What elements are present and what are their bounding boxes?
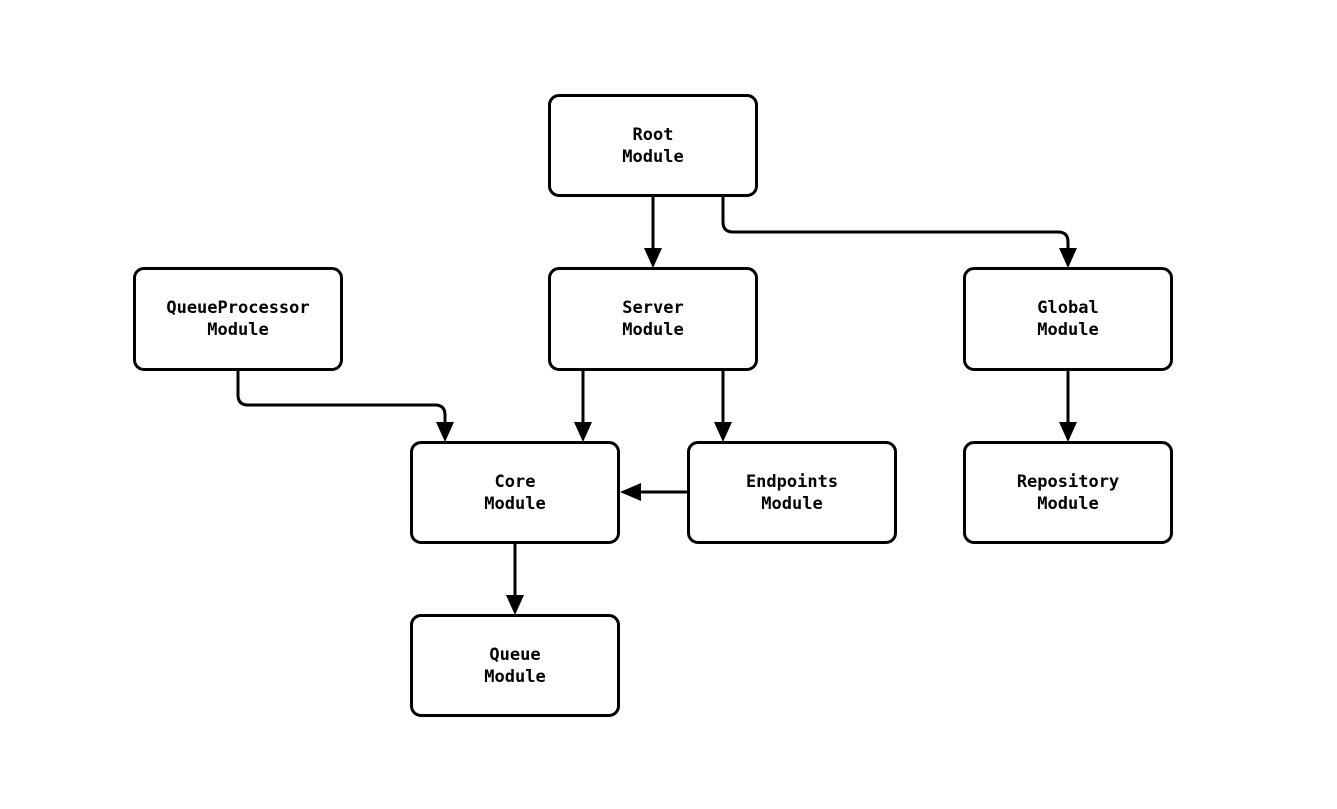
- arrowhead-endpoints-to-core: [620, 483, 641, 501]
- edge-root-to-global: [721, 197, 1070, 255]
- node-queueprocessor[interactable]: QueueProcessor Module: [133, 267, 343, 371]
- arrowhead-queueprocessor-to-core: [436, 422, 454, 442]
- node-repository[interactable]: Repository Module: [963, 441, 1173, 544]
- node-server[interactable]: Server Module: [548, 267, 758, 371]
- arrowhead-server-to-endpoints: [714, 422, 732, 442]
- arrowhead-core-to-queue: [506, 595, 524, 615]
- node-label-global: Global Module: [1037, 298, 1099, 340]
- arrowhead-root-to-global: [1059, 248, 1077, 268]
- edges-group: [236, 197, 1077, 615]
- arrowhead-server-to-core: [574, 422, 592, 442]
- node-label-endpoints: Endpoints Module: [745, 471, 839, 514]
- edge-queueprocessor-to-core: [236, 371, 447, 429]
- node-core[interactable]: Core Module: [410, 441, 620, 544]
- node-endpoints[interactable]: Endpoints Module: [687, 441, 897, 544]
- node-queue[interactable]: Queue Module: [410, 614, 620, 717]
- node-root[interactable]: Root Module: [548, 94, 758, 197]
- node-global[interactable]: Global Module: [963, 267, 1173, 371]
- node-label-queueprocessor: QueueProcessor Module: [166, 298, 310, 340]
- node-label-repository: Repository Module: [1016, 471, 1120, 514]
- node-label-root: Root Module: [622, 124, 684, 167]
- arrowhead-root-to-server: [644, 248, 662, 268]
- node-label-queue: Queue Module: [484, 644, 546, 687]
- node-label-core: Core Module: [484, 471, 546, 514]
- arrowhead-global-to-repository: [1059, 422, 1077, 442]
- node-label-server: Server Module: [622, 298, 684, 340]
